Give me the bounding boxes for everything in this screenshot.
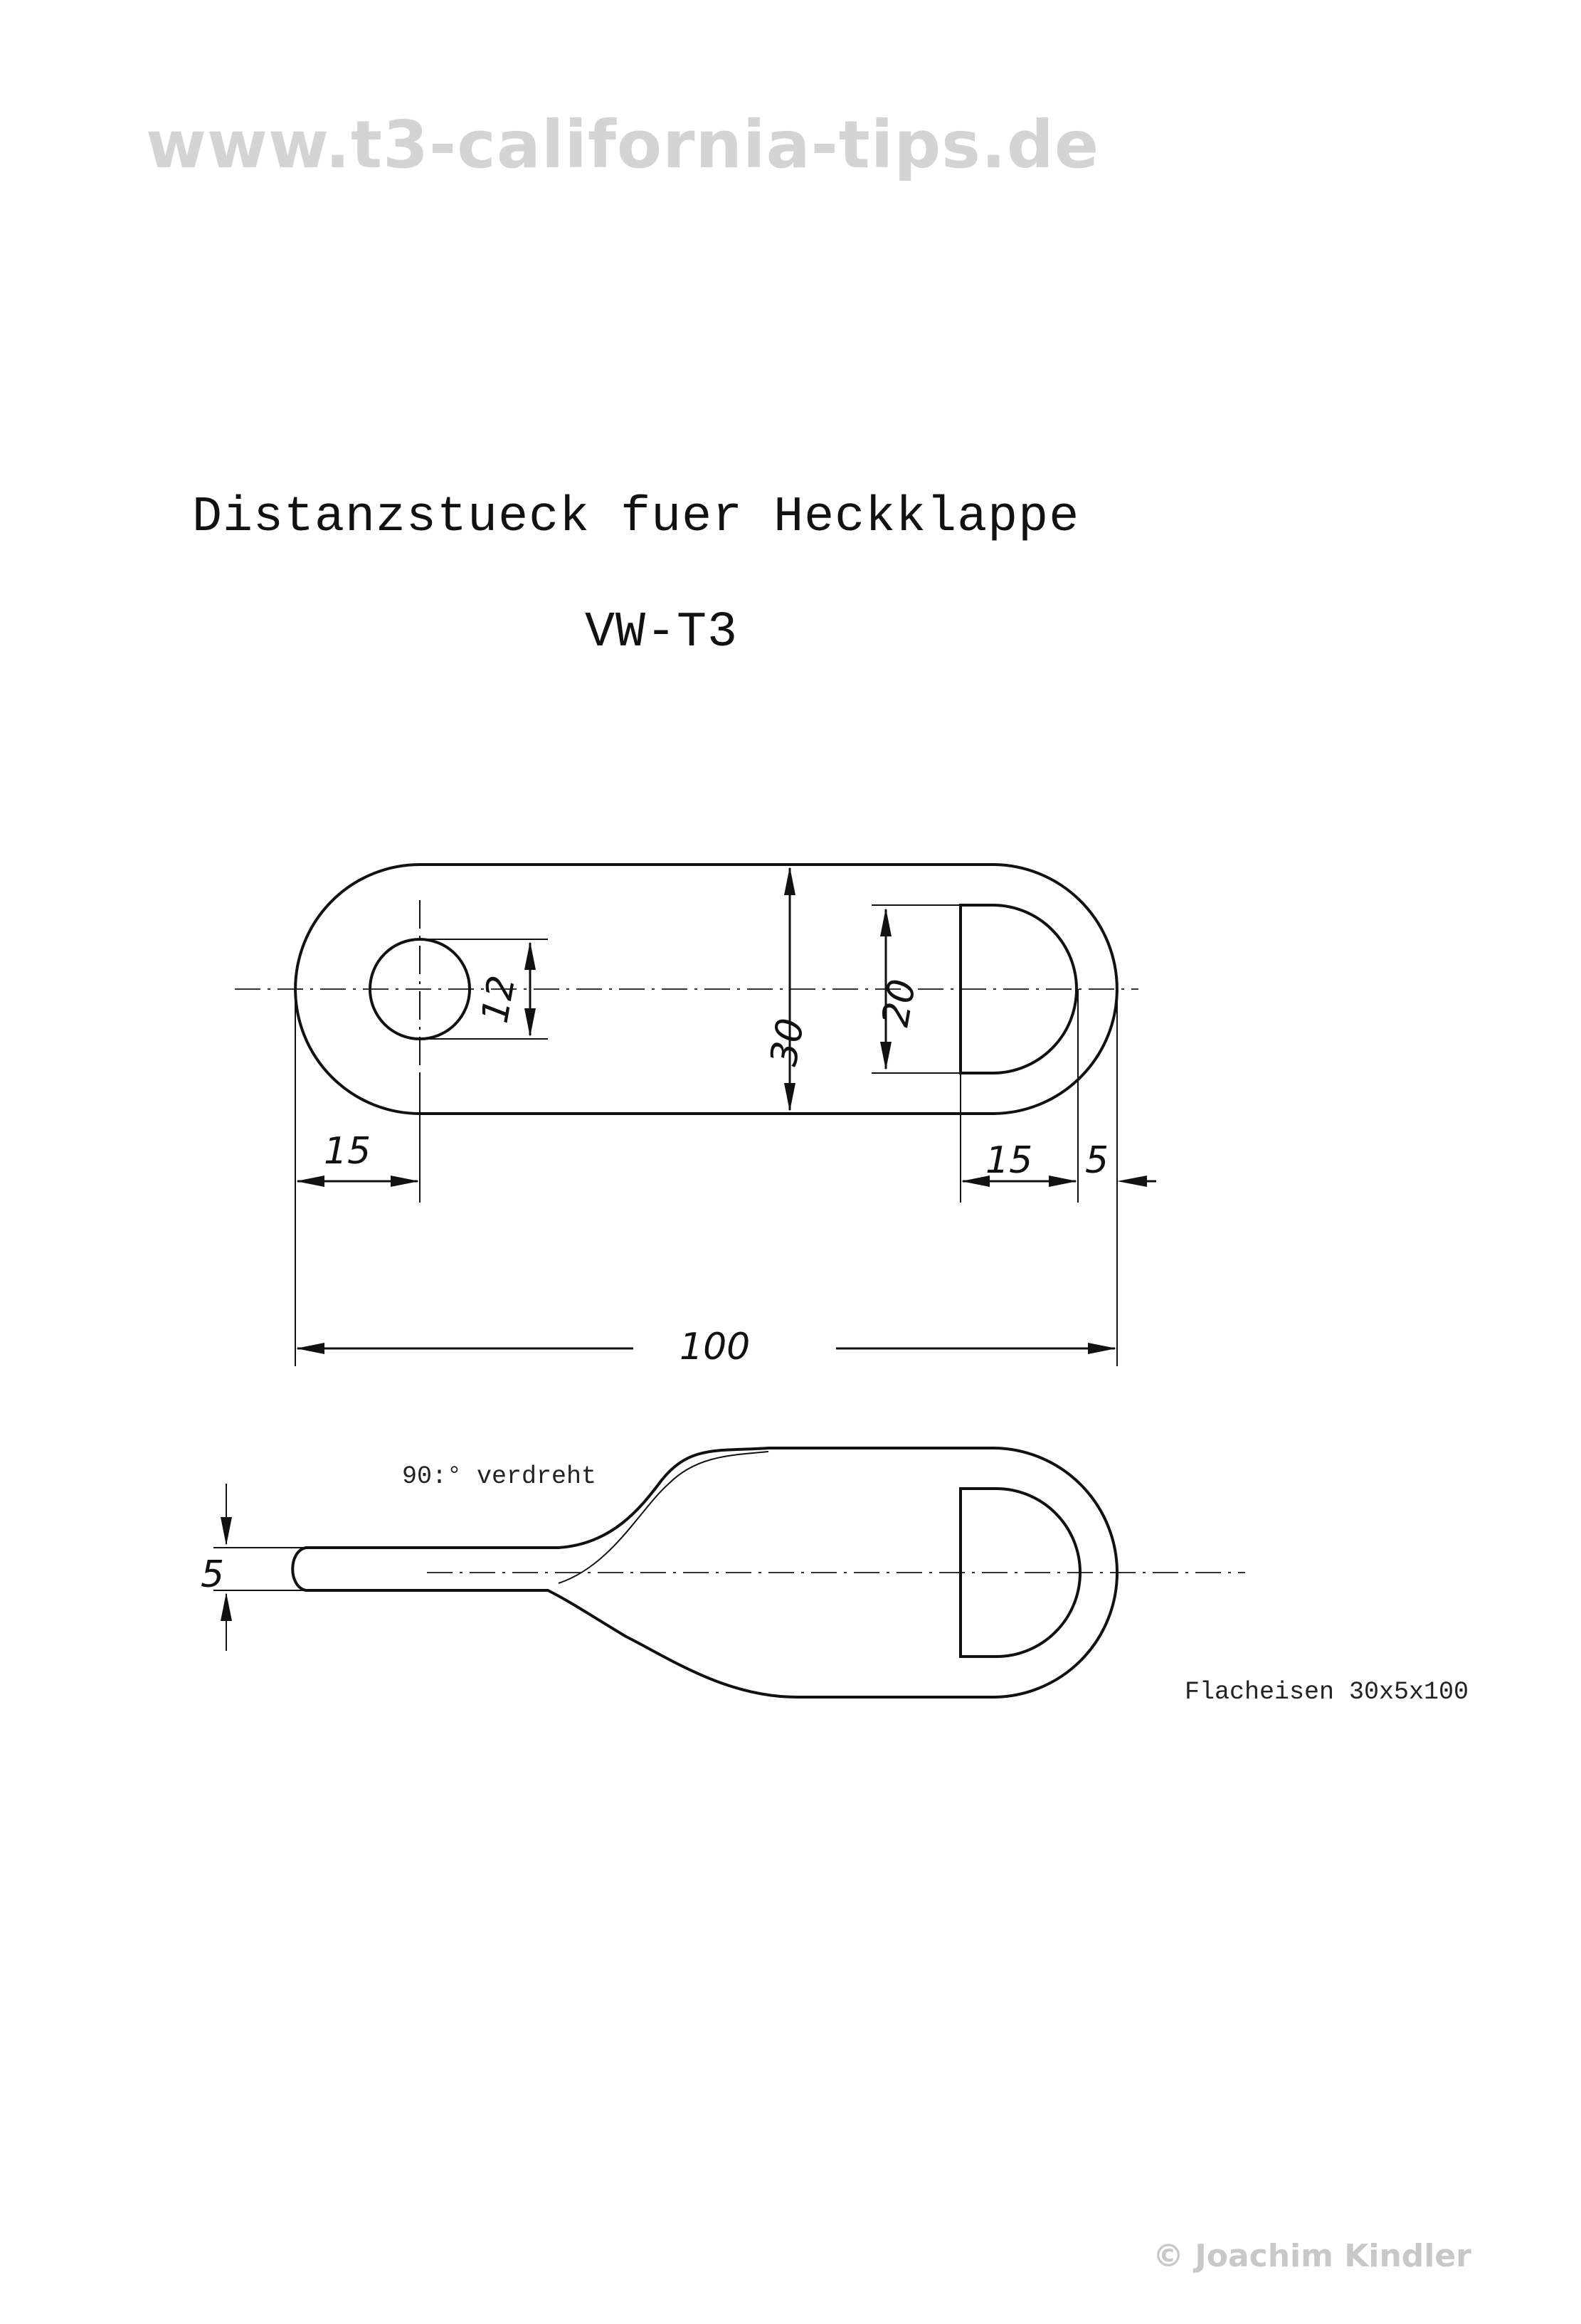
copyright-notice: © Joachim Kindler: [1153, 2238, 1471, 2274]
dim-right-offset: 15: [985, 1139, 1032, 1182]
side-view: 5: [201, 1447, 1245, 1699]
twist-note: 90:° verdreht: [402, 1462, 597, 1491]
drawing-subtitle: VW-T3: [585, 605, 739, 661]
watermark-url: www.t3-california-tips.de: [146, 107, 1100, 183]
plate-outline: [294, 863, 1119, 1115]
dim-thickness: 5: [201, 1553, 224, 1596]
dim-width: 30: [763, 1015, 813, 1069]
twisted-piece-outline: [291, 1447, 1119, 1699]
dim-edge-offset: 5: [1085, 1139, 1109, 1182]
dim-hole-diameter: 12: [474, 973, 524, 1027]
material-note: Flacheisen 30x5x100: [1185, 1678, 1469, 1706]
dim-left-offset: 15: [324, 1130, 371, 1173]
drawing-title: Distanzstueck fuer Heckklappe: [192, 490, 1080, 546]
dim-slot-width: 20: [874, 976, 925, 1030]
d-slot: [959, 904, 1078, 1074]
side-d-slot: [959, 1487, 1082, 1658]
top-view: 12 30 20 15 15 5 100: [235, 863, 1156, 1368]
dim-total-length: 100: [680, 1326, 750, 1368]
